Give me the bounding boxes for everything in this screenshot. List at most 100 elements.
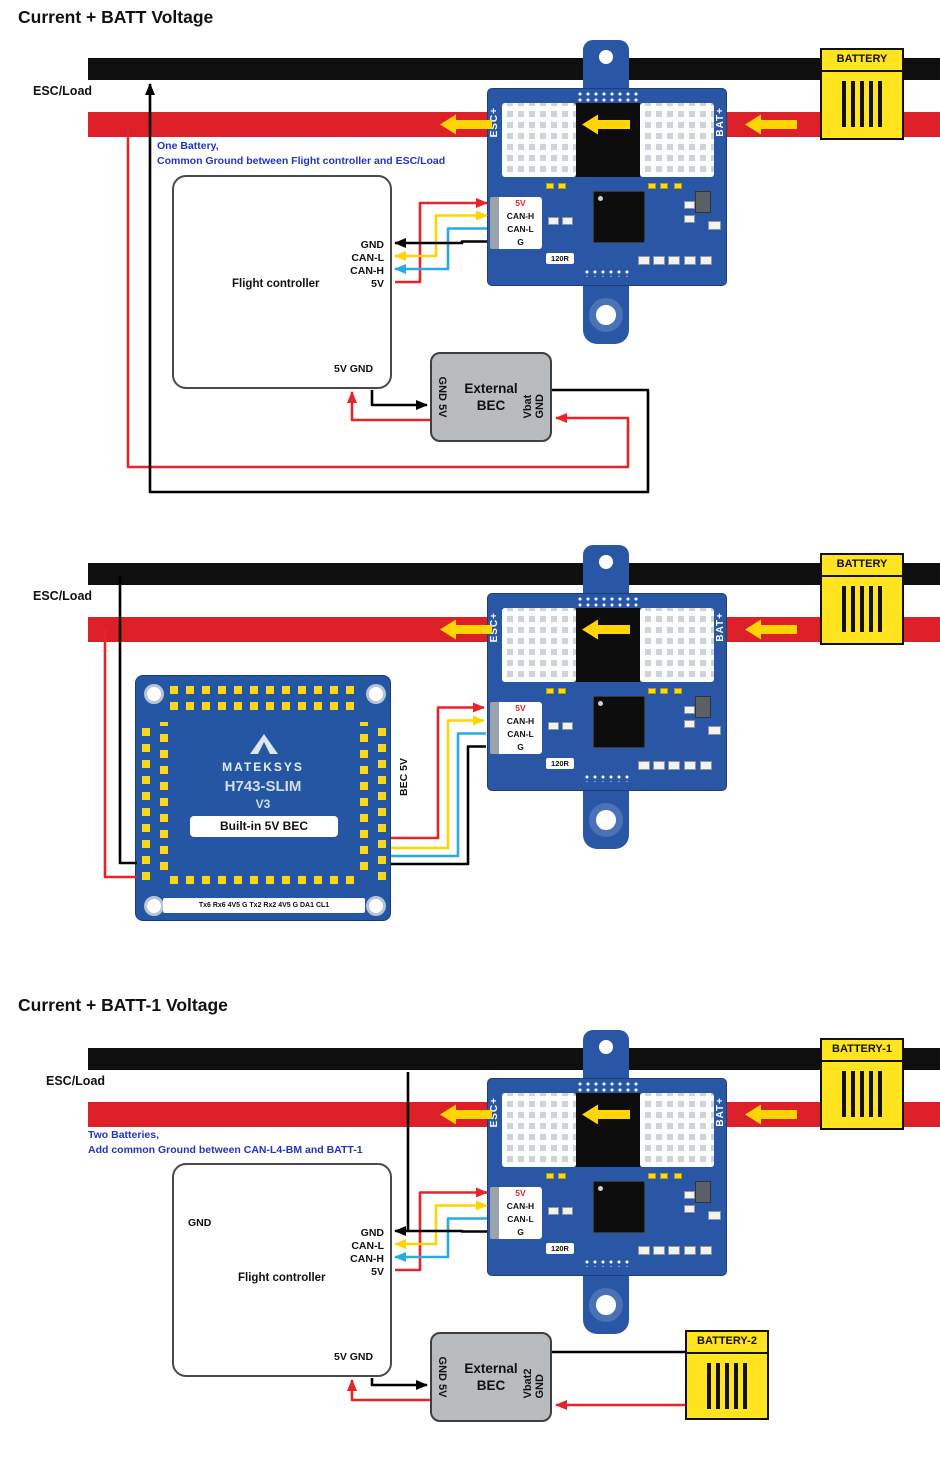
sensor-slot-s2: ESC+ BAT+: [487, 545, 727, 849]
bat-solder-pad: [640, 1093, 714, 1167]
component-cluster: [488, 594, 726, 790]
can-pinout: 5V CAN-H CAN-L G: [499, 197, 542, 249]
fc-pin-5v-s3: 5V: [371, 1266, 384, 1278]
can-pin-canh: CAN-H: [506, 211, 535, 221]
component-cluster: [488, 89, 726, 285]
matek-logo-icon: [250, 734, 278, 754]
current-sensor-board: ESC+ BAT+: [487, 545, 727, 849]
power-bus-left-s3: [88, 1102, 487, 1127]
wire-vbat-feed: [103, 630, 137, 879]
can-pin-canl: CAN-L: [507, 224, 534, 234]
sensor-slot-s3: ESC+ BAT+: [487, 1030, 727, 1334]
can-pin-g: G: [517, 1227, 524, 1237]
can-pinout: 5V CAN-H CAN-L G: [499, 1187, 542, 1239]
mount-hole-top: [599, 50, 613, 64]
current-sensor-board: ESC+ BAT+: [487, 40, 727, 344]
termination-resistor-label: 120R: [546, 253, 574, 264]
mount-hole-bottom: [589, 298, 623, 332]
battery2-box-s3: BATTERY-2: [685, 1330, 769, 1420]
via-holes-bottom: [583, 774, 633, 782]
can-socket: [490, 197, 499, 249]
component-cluster: [488, 1079, 726, 1275]
battery1-box-s3: BATTERY-1: [820, 1038, 904, 1130]
note-s1-line2: Common Ground between Flight controller …: [157, 155, 446, 167]
matek-model: H743-SLIM: [224, 778, 302, 795]
fc-pin-gnd-s3: GND: [360, 1227, 384, 1239]
esc-load-label-s3: ESC/Load: [46, 1074, 106, 1088]
fc-bottom-pins-s3: 5V GND: [334, 1351, 374, 1363]
battery-label-s2: BATTERY: [822, 555, 902, 577]
sensor-pcb: ESC+ BAT+: [487, 1078, 727, 1276]
can-connector: 5V CAN-H CAN-L G: [490, 1187, 542, 1239]
can-pin-g: G: [517, 742, 524, 752]
sensor-pcb: ESC+ BAT+: [487, 88, 727, 286]
wire-bec-5v: [347, 391, 430, 422]
power-bus-left-s1: [88, 112, 487, 137]
can-pin-canl: CAN-L: [507, 1214, 534, 1224]
fc-pin-5v-s1: 5V: [371, 278, 384, 290]
mount-hole-top: [599, 1040, 613, 1054]
wire-gnd: [394, 238, 487, 248]
sensor-chip: [593, 696, 645, 748]
fc-label-s3: Flight controller: [238, 1272, 326, 1284]
battery-box-s1: BATTERY: [820, 48, 904, 140]
power-bus-left-s2: [88, 617, 487, 642]
esc-load-label-s2: ESC/Load: [33, 589, 93, 603]
bat-solder-pad: [640, 608, 714, 682]
fc-pin-canh-s1: CAN-H: [350, 265, 384, 277]
battery-label-s1: BATTERY: [822, 50, 902, 72]
mount-hole: [144, 684, 164, 704]
bec-right-pins-s3: Vbat2 GND: [522, 1368, 546, 1399]
note-s1-line1: One Battery,: [157, 140, 219, 152]
bec-5v-wire-label: BEC 5V: [398, 758, 410, 796]
flight-controller-s3: GND Flight controller GND CAN-L CAN-H 5V…: [172, 1163, 392, 1377]
mount-hole-top: [599, 555, 613, 569]
note-s3-line2: Add common Ground between CAN-L4-BM and …: [88, 1144, 363, 1156]
mount-tab-bottom: [583, 1276, 629, 1334]
bottom-pinout-label: Tx6 Rx6 4V5 G Tx2 Rx2 4V5 G DA1 CL1: [163, 898, 365, 913]
bec-title-s3: External BEC: [432, 1360, 550, 1394]
mount-tab-top: [583, 545, 629, 597]
section3-title: Current + BATT-1 Voltage: [18, 995, 228, 1015]
fc-bottom-pins-s1: 5V GND: [334, 363, 374, 375]
ground-bus-s1: [88, 58, 940, 80]
wire-can: [394, 210, 488, 261]
builtin-bec-label: Built-in 5V BEC: [190, 816, 338, 837]
can-pin-5v: 5V: [515, 198, 526, 208]
wire-can: [394, 227, 487, 274]
wire-can: [394, 1217, 487, 1262]
ground-bus-s3: [88, 1048, 940, 1070]
sensor-chip: [593, 1181, 645, 1233]
mount-hole-bottom: [589, 803, 623, 837]
can-pin-canl: CAN-L: [507, 729, 534, 739]
fc-pin-gnd-s1: GND: [360, 239, 384, 251]
bat-solder-pad: [640, 103, 714, 177]
wire-gnd: [394, 1226, 487, 1236]
matek-fc-board: MATEKSYS H743-SLIM V3 Built-in 5V BEC Tx…: [135, 675, 391, 921]
note-s1: One Battery, Common Ground between Fligh…: [157, 139, 445, 169]
current-sensor-board: ESC+ BAT+: [487, 1030, 727, 1334]
mount-hole: [366, 896, 386, 916]
bec-title-line1: External: [464, 1361, 518, 1376]
fc-pin-canh-s3: CAN-H: [350, 1253, 384, 1265]
battery-symbol: [687, 1363, 767, 1411]
can-pin-canh: CAN-H: [506, 1201, 535, 1211]
pad-grid: [136, 676, 390, 920]
matek-version: V3: [255, 797, 271, 811]
mount-tab-top: [583, 40, 629, 92]
via-holes-top: [576, 596, 640, 607]
wire-bec-gnd: [370, 390, 428, 410]
mount-tab-top: [583, 1030, 629, 1082]
external-bec-s1: External BEC GND 5V Vbat GND: [430, 352, 552, 442]
esc-load-label-s1: ESC/Load: [33, 84, 93, 98]
termination-resistor-label: 120R: [546, 758, 574, 769]
fc-pin-canl-s1: CAN-L: [351, 252, 384, 264]
ground-bus-s2: [88, 563, 940, 585]
battery-box-s2: BATTERY: [820, 553, 904, 645]
battery-symbol: [822, 1071, 902, 1119]
sensor-pcb: ESC+ BAT+: [487, 593, 727, 791]
mount-hole: [366, 684, 386, 704]
battery-symbol: [822, 81, 902, 129]
can-pin-5v: 5V: [515, 703, 526, 713]
battery-symbol: [822, 586, 902, 634]
